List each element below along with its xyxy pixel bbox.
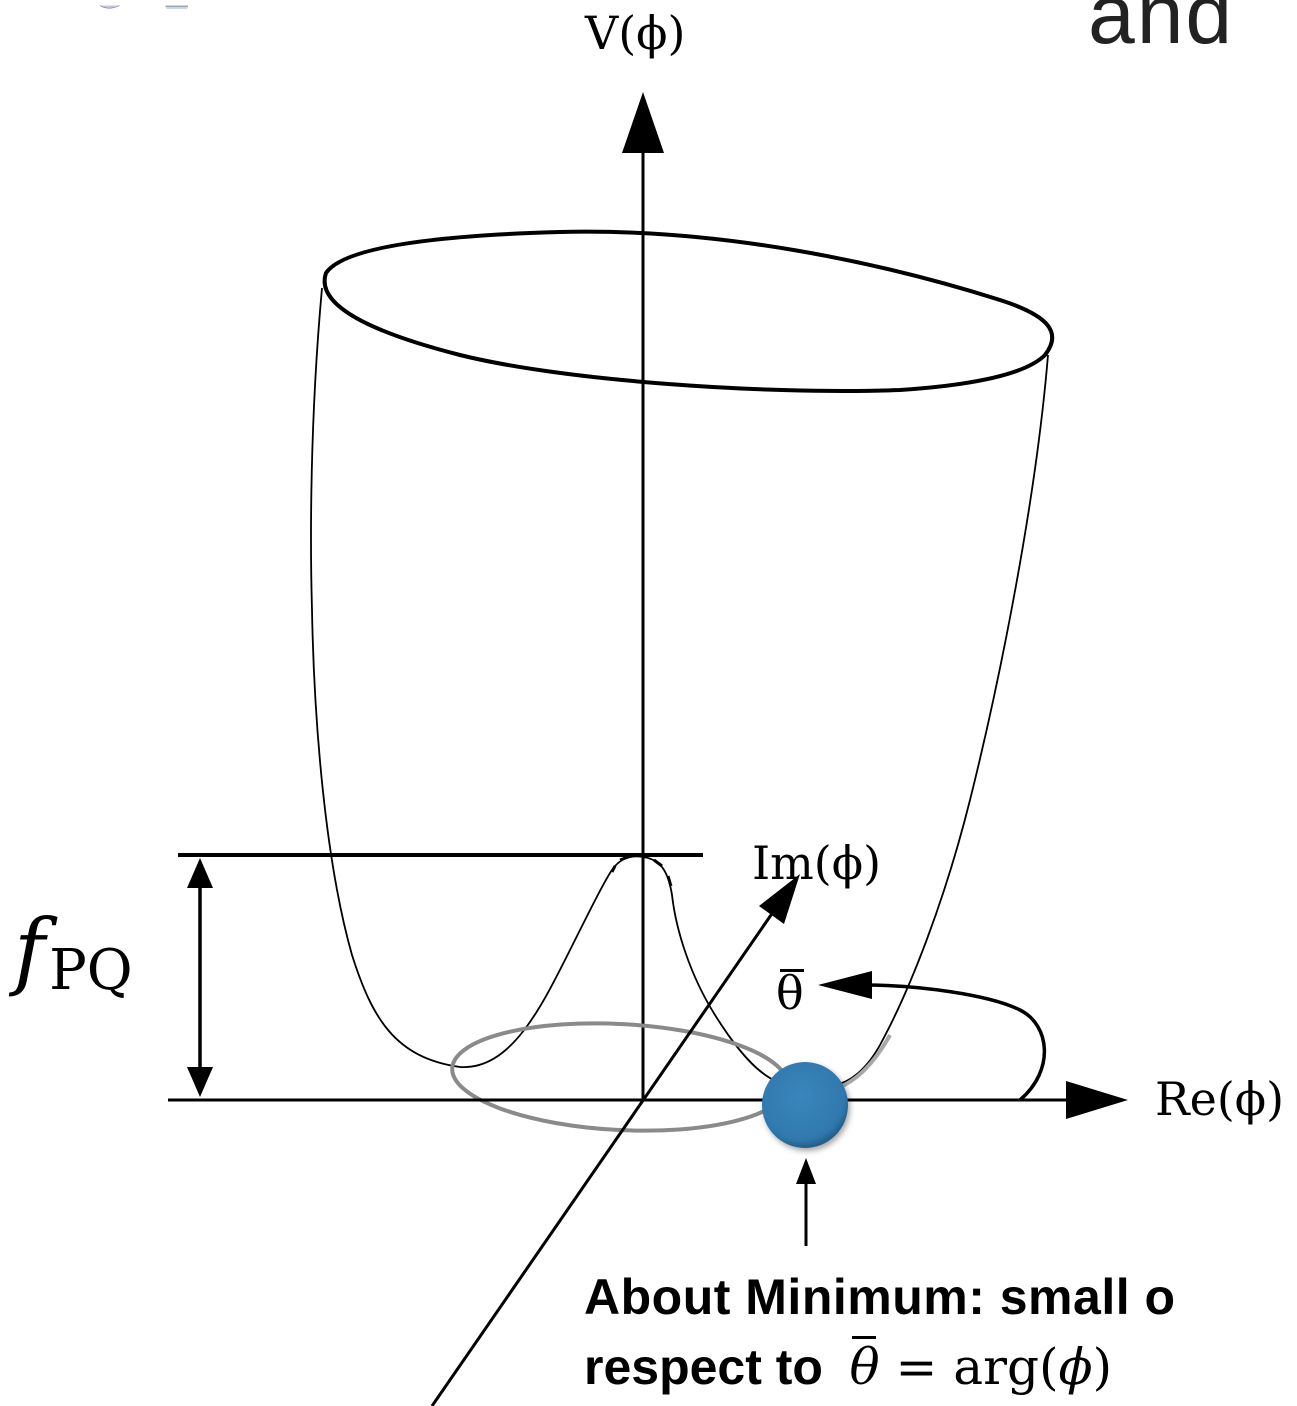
- bowl-right-side: [834, 354, 1049, 1086]
- im-axis-label: Im(ϕ): [752, 836, 882, 890]
- caption-math: θ = arg(ϕ): [849, 1336, 1113, 1396]
- theta-arrowhead: [818, 971, 872, 999]
- fpq-subscript: PQ: [49, 938, 133, 1003]
- height-arrow-top: [187, 858, 213, 888]
- theta-rotation-arrow: [861, 983, 1047, 1102]
- caption-math-phi: ϕ: [1058, 1338, 1093, 1396]
- central-hump: [459, 855, 779, 1083]
- pointer-arrowhead: [796, 1158, 816, 1184]
- re-axis-label: Re(ϕ): [1155, 1072, 1285, 1126]
- bowl-left-side: [310, 287, 461, 1068]
- v-axis-label: V(ϕ): [585, 6, 686, 60]
- re-axis-arrowhead: [1066, 1081, 1128, 1119]
- caption-math-theta-symbol: θ: [849, 1338, 880, 1396]
- slide-title-fragment: and: [1088, 0, 1235, 61]
- fpq-f: f: [14, 901, 46, 999]
- caption-math-theta: θ: [849, 1336, 895, 1396]
- caption-line-1: About Minimum: small o: [584, 1269, 1176, 1325]
- logo-fragment: [99, 5, 188, 9]
- theta-bar: [780, 969, 804, 972]
- caption-line-2: respect to θ = arg(ϕ): [584, 1336, 1113, 1396]
- caption-line2-text: respect to: [584, 1339, 823, 1395]
- caption-math-close: ): [1092, 1338, 1113, 1396]
- im-axis-line: [430, 901, 782, 1406]
- caption-math-theta-bar: [852, 1336, 877, 1339]
- minima-ring: [450, 1021, 790, 1133]
- height-arrow-bottom: [187, 1067, 213, 1097]
- field-ball: [762, 1062, 848, 1148]
- im-axis-arrowhead: [759, 874, 800, 924]
- v-axis-arrowhead: [622, 92, 664, 153]
- bowl-rim: [322, 229, 1055, 393]
- bowl-right-side-highlight: [837, 1034, 892, 1090]
- theta-label: θ: [776, 966, 804, 1020]
- fpq-label: fPQ: [14, 908, 133, 999]
- caption-math-eq: = arg(: [895, 1338, 1059, 1396]
- theta-symbol: θ: [776, 966, 804, 1020]
